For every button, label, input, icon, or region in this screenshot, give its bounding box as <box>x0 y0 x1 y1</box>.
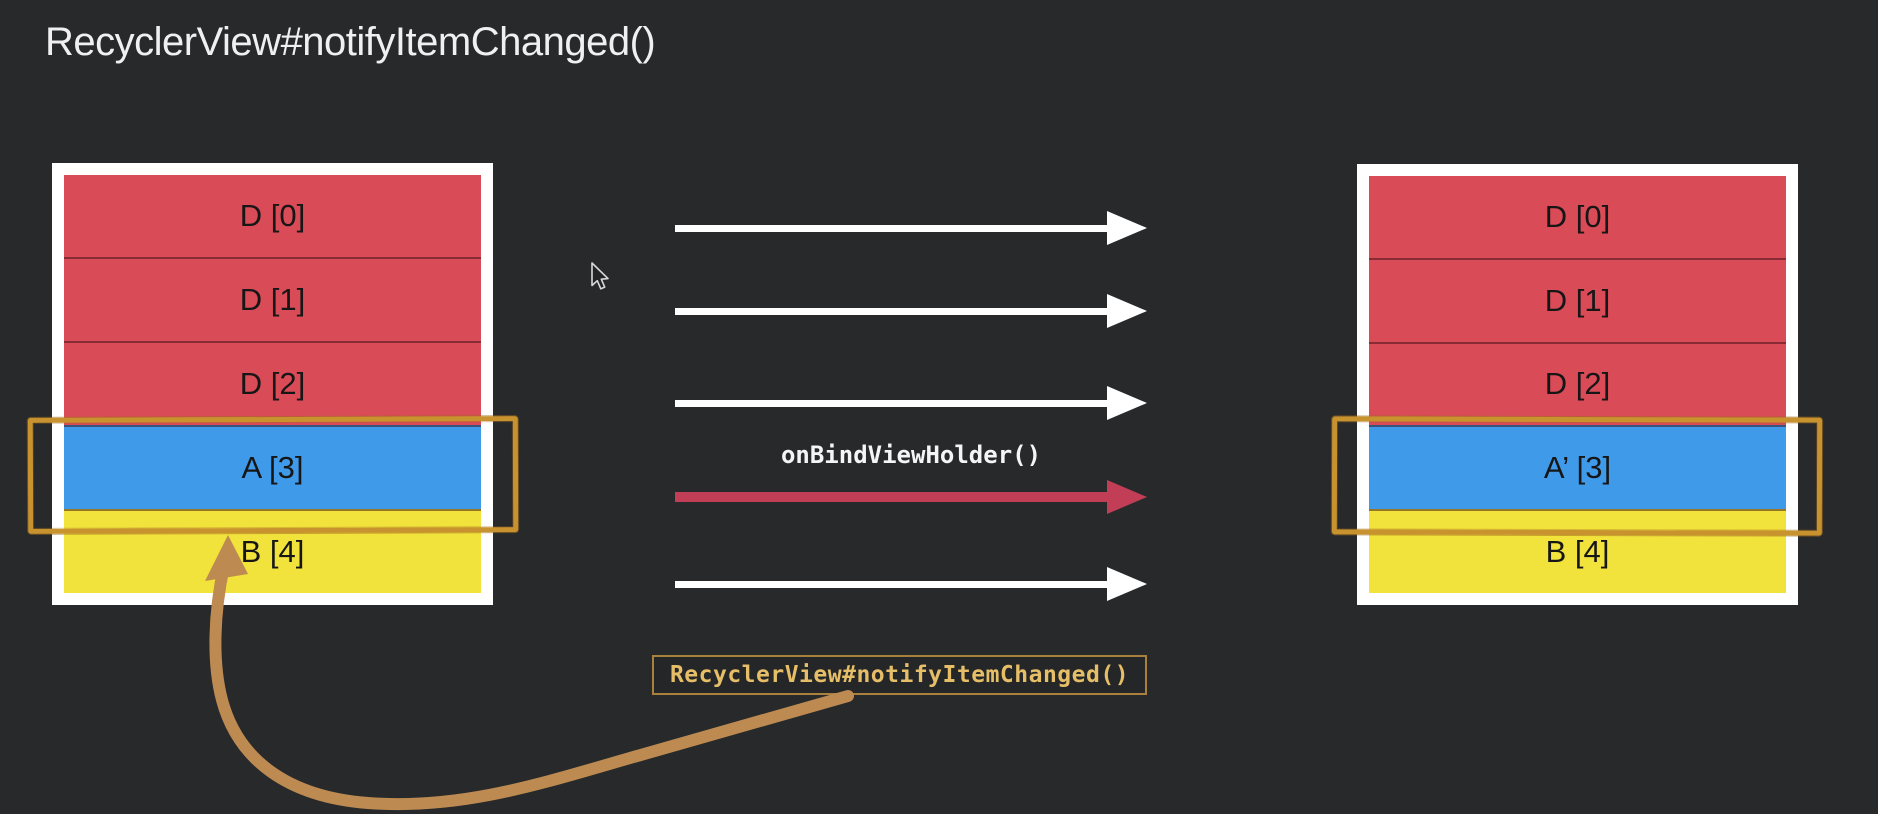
recycler-list-after: D [0]D [1]D [2]A’ [3]B [4] <box>1357 164 1798 605</box>
mapping-arrow <box>675 566 1147 602</box>
cursor-pointer-icon <box>591 262 609 290</box>
mapping-arrow <box>675 385 1147 421</box>
right-list-rows: D [0]D [1]D [2]A’ [3]B [4] <box>1369 176 1786 593</box>
list-row: D [2] <box>64 341 481 425</box>
bind-arrow-red <box>675 479 1147 515</box>
recycler-list-before: D [0]D [1]D [2]A [3]B [4] <box>52 163 493 605</box>
mapping-arrow <box>675 210 1147 246</box>
highlight-box-changed-item-before <box>27 416 519 534</box>
list-row: D [1] <box>1369 257 1786 342</box>
list-row: B [4] <box>1369 509 1786 593</box>
list-row: A [3] <box>64 425 481 509</box>
onbind-label: onBindViewHolder() <box>780 441 1042 469</box>
highlight-box-changed-item-after <box>1331 416 1823 536</box>
mapping-arrow <box>675 293 1147 329</box>
notify-item-changed-callout: RecyclerView#notifyItemChanged() <box>652 655 1147 695</box>
list-row: D [2] <box>1369 341 1786 426</box>
list-row: D [1] <box>64 257 481 341</box>
left-list-rows: D [0]D [1]D [2]A [3]B [4] <box>64 175 481 593</box>
list-row: D [0] <box>1369 176 1786 258</box>
list-row: D [0] <box>64 175 481 257</box>
page-title: RecyclerView#notifyItemChanged() <box>45 20 656 64</box>
list-row: A’ [3] <box>1369 425 1786 510</box>
